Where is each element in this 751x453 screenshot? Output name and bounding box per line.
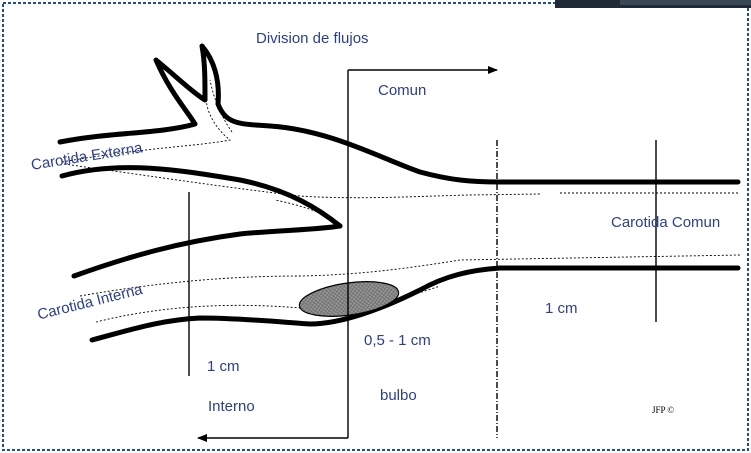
vessel-walls xyxy=(57,43,741,343)
interno-label: Interno xyxy=(208,398,255,415)
internal-carotid-upper-wall xyxy=(71,223,343,279)
internal-carotid-lower-wall xyxy=(89,265,741,343)
one-cm-left-label: 1 cm xyxy=(207,358,240,375)
bulbo-label: bulbo xyxy=(380,387,417,404)
diagram-title: Division de flujos xyxy=(256,30,369,47)
comun-label: Comun xyxy=(378,82,427,99)
carotida-comun-label: Carotida Comun xyxy=(611,214,721,231)
one-cm-right-label: 1 cm xyxy=(545,300,578,317)
bulb-plaque xyxy=(298,281,400,317)
measurement-lines xyxy=(188,70,657,438)
credit-label: JFP © xyxy=(652,405,675,415)
external-carotid-lower-wall xyxy=(59,165,343,229)
external-carotid-upper-wall xyxy=(57,43,741,185)
flow-arrows xyxy=(197,66,498,442)
range-label: 0,5 - 1 cm xyxy=(364,332,431,349)
